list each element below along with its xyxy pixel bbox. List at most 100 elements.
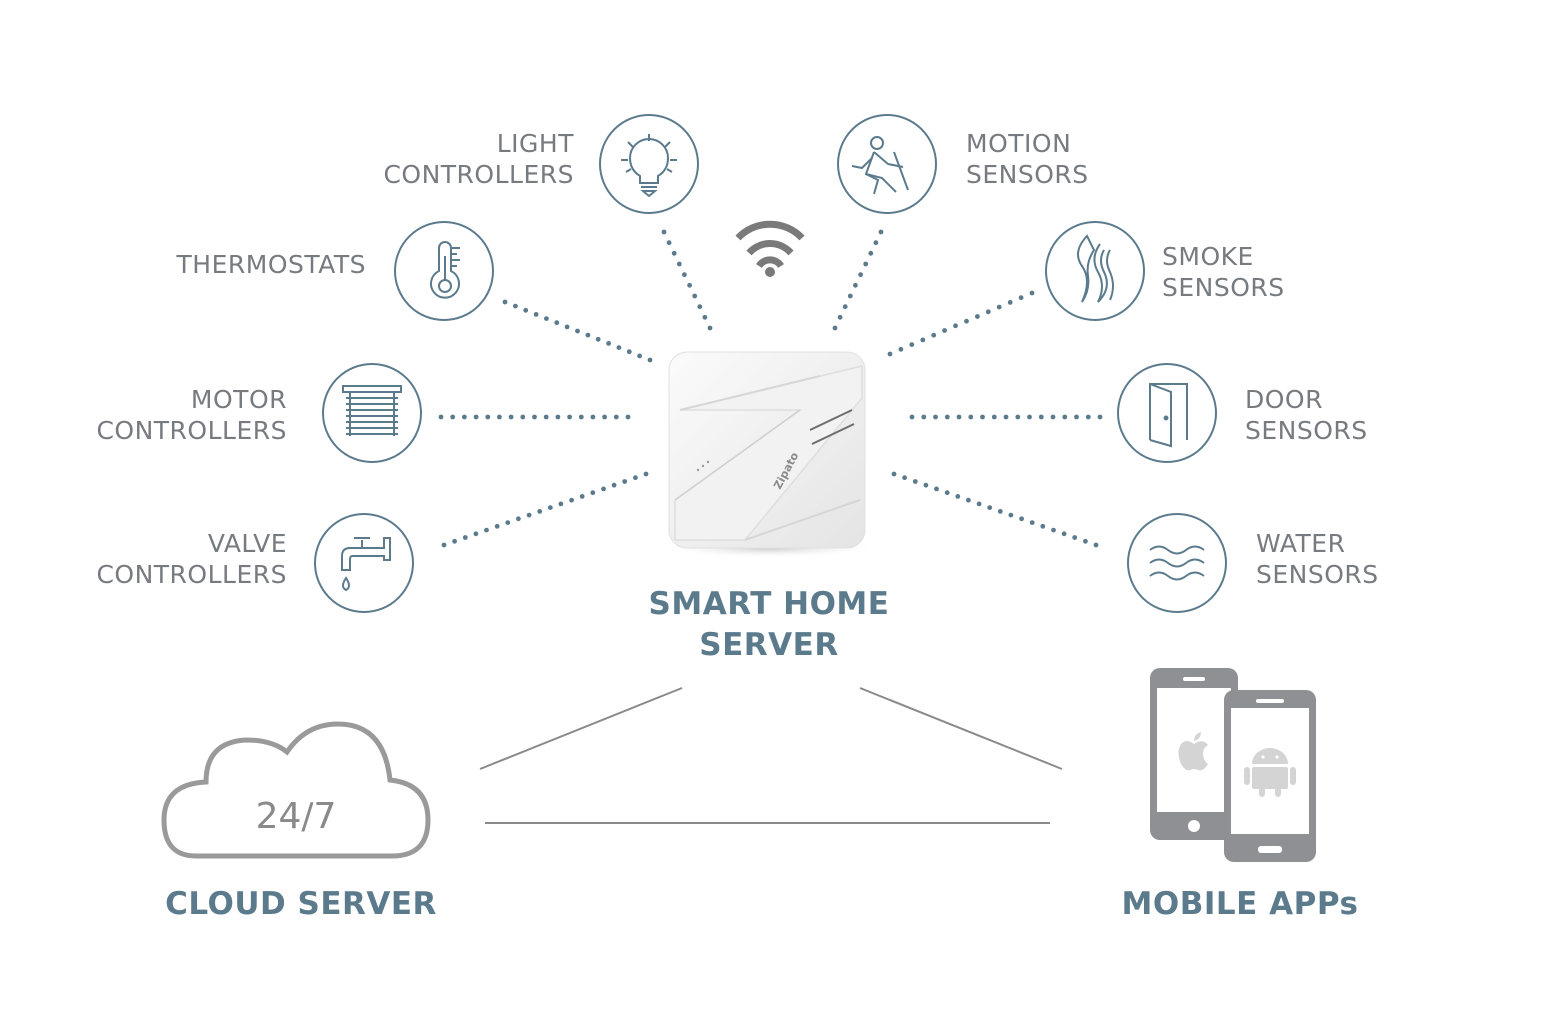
connector-dot	[1093, 542, 1099, 548]
thermometer-icon	[394, 221, 494, 321]
connector-dot	[520, 414, 526, 420]
connector-dot	[682, 272, 687, 278]
connector-dot	[555, 414, 561, 420]
connector-dot	[516, 516, 521, 522]
connector-dot	[611, 482, 617, 488]
connector-door	[909, 414, 1103, 420]
connector-dot	[462, 414, 467, 420]
connector-dot	[968, 414, 974, 420]
connector-dot	[533, 312, 539, 317]
label-thermostats: THERMOSTATS	[150, 249, 366, 280]
connector-dot	[842, 304, 848, 310]
connector-dot	[1007, 300, 1013, 305]
connector-dot	[956, 414, 962, 420]
connector-dot	[980, 414, 985, 420]
mobile-devices	[1150, 668, 1316, 862]
connector-dot	[1074, 414, 1079, 420]
connector-dot	[494, 523, 500, 529]
connector-motion	[832, 229, 884, 331]
blinds-icon	[322, 363, 422, 463]
connector-dot	[991, 414, 997, 420]
label-water-sensors: WATER SENSORS	[1256, 528, 1456, 590]
connector-dot	[1027, 414, 1032, 420]
connector-dot	[484, 527, 489, 533]
connector-dot	[1072, 535, 1078, 540]
cloud-icon: 24/7	[161, 721, 431, 859]
connector-dot	[697, 304, 703, 310]
connector-dot	[554, 320, 560, 326]
connector-dots	[438, 229, 1103, 548]
connector-dot	[625, 414, 631, 420]
connector-dot	[966, 497, 971, 503]
connector-dot	[616, 345, 622, 350]
smart-home-hub-device: Zipato	[658, 351, 878, 558]
connector-dot	[602, 414, 607, 420]
connector-dot	[564, 324, 570, 330]
connector-dot	[473, 531, 479, 537]
label-light-controllers: LIGHT CONTROLLERS	[380, 128, 574, 190]
connector-dot	[997, 509, 1003, 514]
connector-dot	[661, 229, 667, 235]
connector-dot	[1018, 295, 1024, 301]
connector-dot	[985, 309, 991, 315]
connector-dot	[1062, 414, 1068, 420]
connector-dot	[1061, 531, 1067, 537]
android-icon	[1244, 748, 1296, 797]
label-motor-controllers: MOTOR CONTROLLERS	[90, 384, 287, 446]
faucet-icon	[314, 513, 414, 613]
connector-dot	[513, 303, 518, 309]
connector-dot	[891, 471, 897, 477]
connector-dot	[996, 304, 1002, 310]
network-lines	[479, 687, 1063, 824]
label-line: THERMOSTATS	[176, 250, 366, 279]
connector-dot	[953, 323, 958, 329]
connector-dot	[544, 316, 549, 321]
connector-dot	[1008, 512, 1014, 518]
label-line: SENSORS	[966, 160, 1089, 189]
connector-dot	[1085, 414, 1091, 420]
connector-dot	[942, 328, 947, 333]
label-line: MOTOR	[190, 385, 287, 414]
connector-dot	[976, 501, 982, 507]
label-line: CONTROLLERS	[383, 160, 574, 189]
label-valve-controllers: VALVE CONTROLLERS	[90, 528, 287, 590]
connector-light	[661, 229, 713, 331]
connector-dot	[532, 414, 537, 420]
connector-dot	[909, 342, 915, 347]
connector-dot	[707, 325, 713, 331]
label-line: WATER	[1256, 529, 1346, 558]
connector-dot	[633, 475, 638, 481]
connector-dot	[647, 357, 653, 363]
connector-dot	[923, 482, 929, 488]
connector-dot	[590, 414, 596, 420]
connector-dot	[585, 332, 591, 338]
connector-dot	[450, 414, 456, 420]
connector-dot	[944, 414, 950, 420]
connector-dot	[687, 282, 692, 288]
connector-dot	[1050, 414, 1056, 420]
connector-dot	[873, 240, 879, 246]
connector-dot	[579, 494, 585, 499]
wifi-icon	[735, 220, 805, 277]
connector-dot	[526, 512, 532, 518]
connector-dot	[622, 479, 628, 484]
connector-valve	[441, 471, 649, 548]
connector-smoke	[887, 290, 1035, 357]
connector-dot	[887, 351, 893, 357]
label-line: LIGHT	[496, 129, 574, 158]
label-motion-sensors: MOTION SENSORS	[966, 128, 1166, 190]
connector-dot	[473, 414, 479, 420]
connector-dot	[1083, 538, 1088, 544]
connector-dot	[912, 479, 918, 484]
connector-dot	[671, 250, 677, 256]
connector-dot	[837, 314, 843, 320]
label-line: SENSORS	[1162, 273, 1285, 302]
connector-dot	[505, 520, 511, 525]
label-line: MOTION	[966, 129, 1072, 158]
connector-dot	[921, 414, 927, 420]
label-line: SENSORS	[1245, 416, 1368, 445]
label-line: DOOR	[1245, 385, 1323, 414]
label-line: CONTROLLERS	[96, 416, 287, 445]
connector-dot	[606, 341, 611, 346]
connector-dot	[853, 282, 858, 288]
